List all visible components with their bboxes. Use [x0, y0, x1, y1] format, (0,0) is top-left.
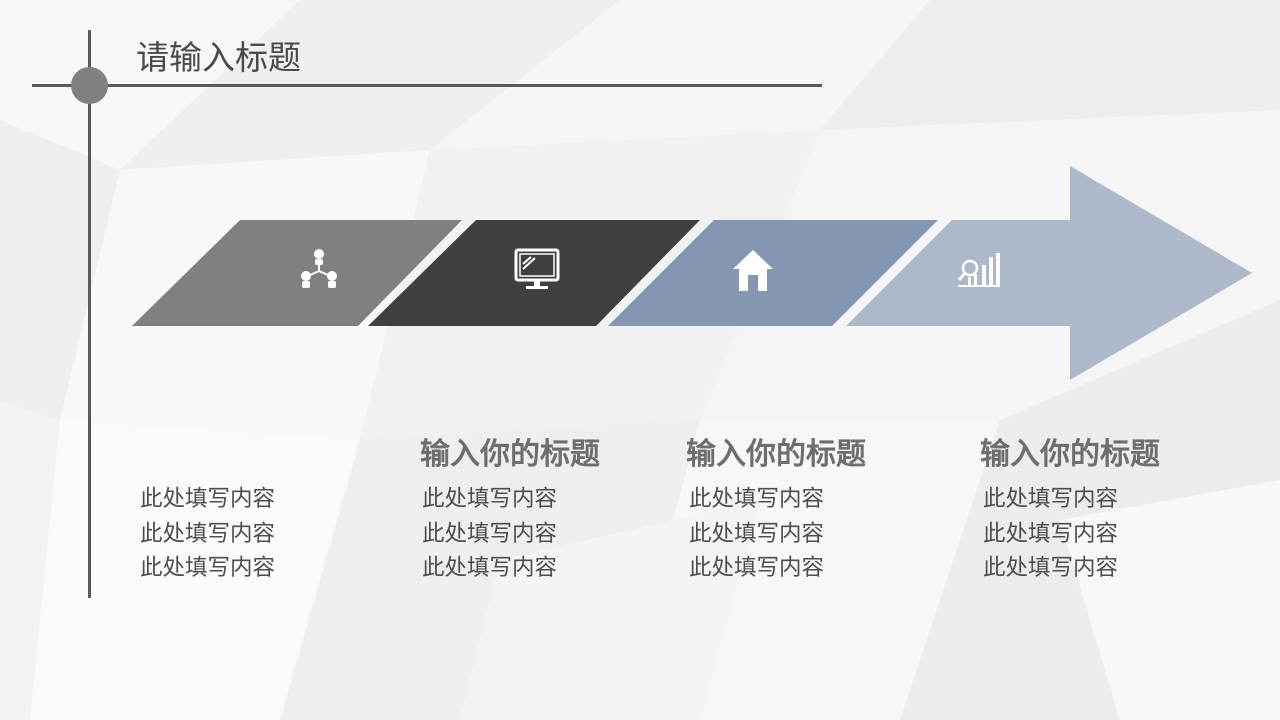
content-line: 此处填写内容	[689, 486, 825, 512]
content-line: 此处填写内容	[983, 555, 1119, 581]
content-line: 此处填写内容	[140, 520, 276, 547]
content-line: 此处填写内容	[983, 520, 1119, 547]
content-line: 此处填写内容	[689, 555, 825, 581]
timeline-vertical-line	[88, 30, 91, 598]
arrow-segment-1	[132, 220, 462, 326]
arrow-segment-4	[846, 166, 1252, 380]
step-1-content: 此处填写内容 此处填写内容 此处填写内容	[140, 482, 275, 586]
network-users-icon	[296, 247, 342, 293]
step-4-content: 此处填写内容 此处填写内容 此处填写内容	[983, 482, 1118, 586]
step-3-content: 此处填写内容 此处填写内容 此处填写内容	[689, 482, 824, 586]
content-line: 此处填写内容	[140, 555, 276, 581]
home-icon	[730, 247, 776, 293]
content-line: 此处填写内容	[983, 486, 1119, 512]
timeline-dot	[71, 67, 108, 104]
content-line: 此处填写内容	[689, 520, 825, 547]
content-line: 此处填写内容	[422, 555, 558, 581]
step-4-heading: 输入你的标题	[980, 437, 1160, 472]
monitor-icon	[514, 246, 560, 292]
analytics-chart-icon	[956, 247, 1002, 293]
title-underline	[32, 84, 822, 87]
arrow-segment-2	[368, 220, 700, 326]
step-3-heading: 输入你的标题	[686, 437, 866, 472]
arrow-segment-3	[608, 220, 938, 326]
page-title: 请输入标题	[136, 38, 301, 77]
step-2-content: 此处填写内容 此处填写内容 此处填写内容	[422, 482, 557, 586]
content-line: 此处填写内容	[422, 520, 558, 547]
content-line: 此处填写内容	[140, 486, 276, 512]
content-line: 此处填写内容	[422, 486, 558, 512]
step-2-heading: 输入你的标题	[420, 437, 600, 472]
